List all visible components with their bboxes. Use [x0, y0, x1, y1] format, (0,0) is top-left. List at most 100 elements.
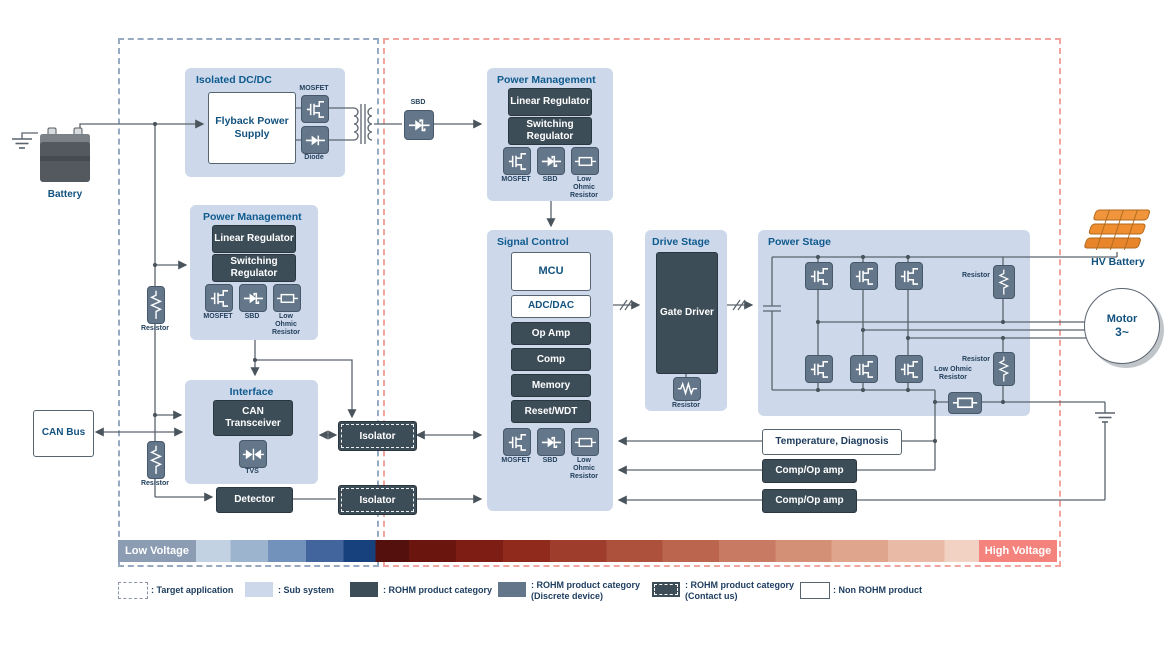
tvs-label: TVS — [245, 468, 259, 475]
resistor-icon — [147, 441, 165, 479]
drive-stage-title: Drive Stage — [652, 236, 710, 248]
pm-left-low-ohmic-label: Low Ohmic Resistor — [271, 313, 300, 337]
legend-discrete-label-line2: (Discrete device) — [531, 591, 604, 602]
mcu-box: MCU — [511, 252, 591, 291]
legend-non-rohm-swatch — [800, 582, 830, 599]
sc-mosfet-label: MOSFET — [501, 457, 531, 464]
isolated-dcdc-title: Isolated DC/DC — [196, 74, 272, 86]
mosfet-icon — [301, 95, 329, 123]
mosfet-icon — [850, 355, 878, 383]
ps-low-ohmic-label: Low Ohmic Resistor — [934, 366, 972, 382]
detector-box: Detector — [216, 487, 293, 513]
pm-left-switching-regulator: Switching Regulator — [212, 254, 296, 282]
resistor-icon — [993, 352, 1015, 386]
hv-battery-icon — [1084, 209, 1151, 250]
resistor-label: Resistor — [140, 480, 169, 487]
pm-top-mosfet-label: MOSFET — [501, 176, 531, 183]
signal-control-title: Signal Control — [497, 236, 569, 248]
motor: Motor 3~ — [1084, 288, 1160, 364]
comp-op-amp-box: Comp/Op amp — [762, 489, 857, 513]
legend-discrete-label: : ROHM product category (Discrete device… — [531, 580, 640, 603]
memory-box: Memory — [511, 374, 591, 397]
legend-non-rohm-label: : Non ROHM product — [833, 585, 922, 595]
op-amp-box: Op Amp — [511, 322, 591, 345]
mosfet-icon — [850, 262, 878, 290]
isolator-box: Isolator — [338, 421, 417, 451]
high-voltage-region-border — [383, 38, 1061, 567]
sbd-icon — [537, 428, 565, 456]
flyback-power-supply-box: Flyback Power Supply — [208, 92, 296, 164]
voltage-gradient-bar — [118, 540, 1057, 562]
isolator-box: Isolator — [338, 485, 417, 515]
legend-product-label: : ROHM product category — [383, 585, 493, 595]
pm-left-linear-regulator: Linear Regulator — [212, 225, 296, 253]
legend-contact-swatch — [652, 582, 680, 597]
legend-contact-label: : ROHM product category (Contact us) — [685, 580, 794, 603]
mosfet-icon — [503, 147, 531, 175]
battery-label: Battery — [47, 189, 83, 200]
high-voltage-badge: High Voltage — [979, 540, 1057, 562]
ps-resistor-bottom-label: Resistor — [961, 356, 990, 363]
sbd-icon — [537, 147, 565, 175]
low-voltage-region-border — [118, 38, 379, 567]
resistor-label: Resistor — [140, 325, 169, 332]
diode-icon — [301, 126, 329, 154]
legend-target-swatch — [118, 582, 148, 599]
legend-discrete-swatch — [498, 582, 526, 597]
low-ohmic-resistor-icon — [571, 428, 599, 456]
temperature-diagnosis-box: Temperature, Diagnosis — [762, 429, 902, 455]
motor-label: Motor — [1106, 313, 1138, 325]
legend-target-label: : Target application — [151, 585, 234, 595]
sc-low-ohmic-label: Low Ohmic Resistor — [569, 457, 598, 481]
mosfet-icon — [895, 355, 923, 383]
pm-top-linear-regulator: Linear Regulator — [508, 88, 592, 116]
tvs-icon — [239, 440, 267, 468]
sbd-label: SBD — [410, 99, 426, 106]
hv-battery-label: HV Battery — [1091, 256, 1145, 268]
pm-left-mosfet-label: MOSFET — [203, 313, 233, 320]
low-voltage-badge: Low Voltage — [118, 540, 196, 562]
idc-diode-label: Diode — [304, 154, 324, 161]
resistor-icon — [673, 377, 701, 401]
mosfet-icon — [205, 284, 233, 312]
legend-contact-label-line1: : ROHM product category — [685, 580, 795, 590]
legend-product-swatch — [350, 582, 378, 597]
pm-left-title: Power Management — [203, 211, 302, 223]
pm-top-switching-regulator: Switching Regulator — [508, 117, 592, 145]
low-ohmic-resistor-icon — [948, 392, 982, 414]
low-ohmic-resistor-icon — [273, 284, 301, 312]
gate-driver-box: Gate Driver — [656, 252, 718, 374]
pm-left-sbd-label: SBD — [244, 313, 260, 320]
ps-resistor-top-label: Resistor — [961, 272, 990, 279]
pm-top-low-ohmic-label: Low Ohmic Resistor — [569, 176, 598, 200]
mosfet-icon — [805, 355, 833, 383]
pm-top-sbd-label: SBD — [542, 176, 558, 183]
mosfet-icon — [503, 428, 531, 456]
sc-sbd-label: SBD — [542, 457, 558, 464]
legend-contact-label-line2: (Contact us) — [685, 591, 738, 602]
power-stage-title: Power Stage — [768, 236, 832, 248]
idc-mosfet-label: MOSFET — [299, 85, 329, 92]
legend-subsystem-swatch — [245, 582, 273, 597]
resistor-icon — [147, 286, 165, 324]
reset-wdt-box: Reset/WDT — [511, 400, 591, 423]
legend-discrete-label-line1: : ROHM product category — [531, 580, 641, 590]
sbd-icon — [404, 110, 434, 140]
can-transceiver-box: CAN Transceiver — [213, 400, 293, 436]
comp-op-amp-box: Comp/Op amp — [762, 459, 857, 483]
adc-dac-box: ADC/DAC — [511, 295, 591, 318]
comp-box: Comp — [511, 348, 591, 371]
battery-icon — [40, 127, 90, 182]
interface-title: Interface — [229, 386, 274, 398]
sbd-icon — [239, 284, 267, 312]
pm-top-title: Power Management — [497, 74, 596, 86]
resistor-icon — [993, 265, 1015, 299]
mosfet-icon — [805, 262, 833, 290]
low-ohmic-resistor-icon — [571, 147, 599, 175]
mosfet-icon — [895, 262, 923, 290]
can-bus-box: CAN Bus — [33, 410, 94, 457]
power-stage-panel — [758, 230, 1030, 416]
motor-phase-label: 3~ — [1115, 325, 1129, 339]
drive-resistor-label: Resistor — [671, 402, 700, 409]
